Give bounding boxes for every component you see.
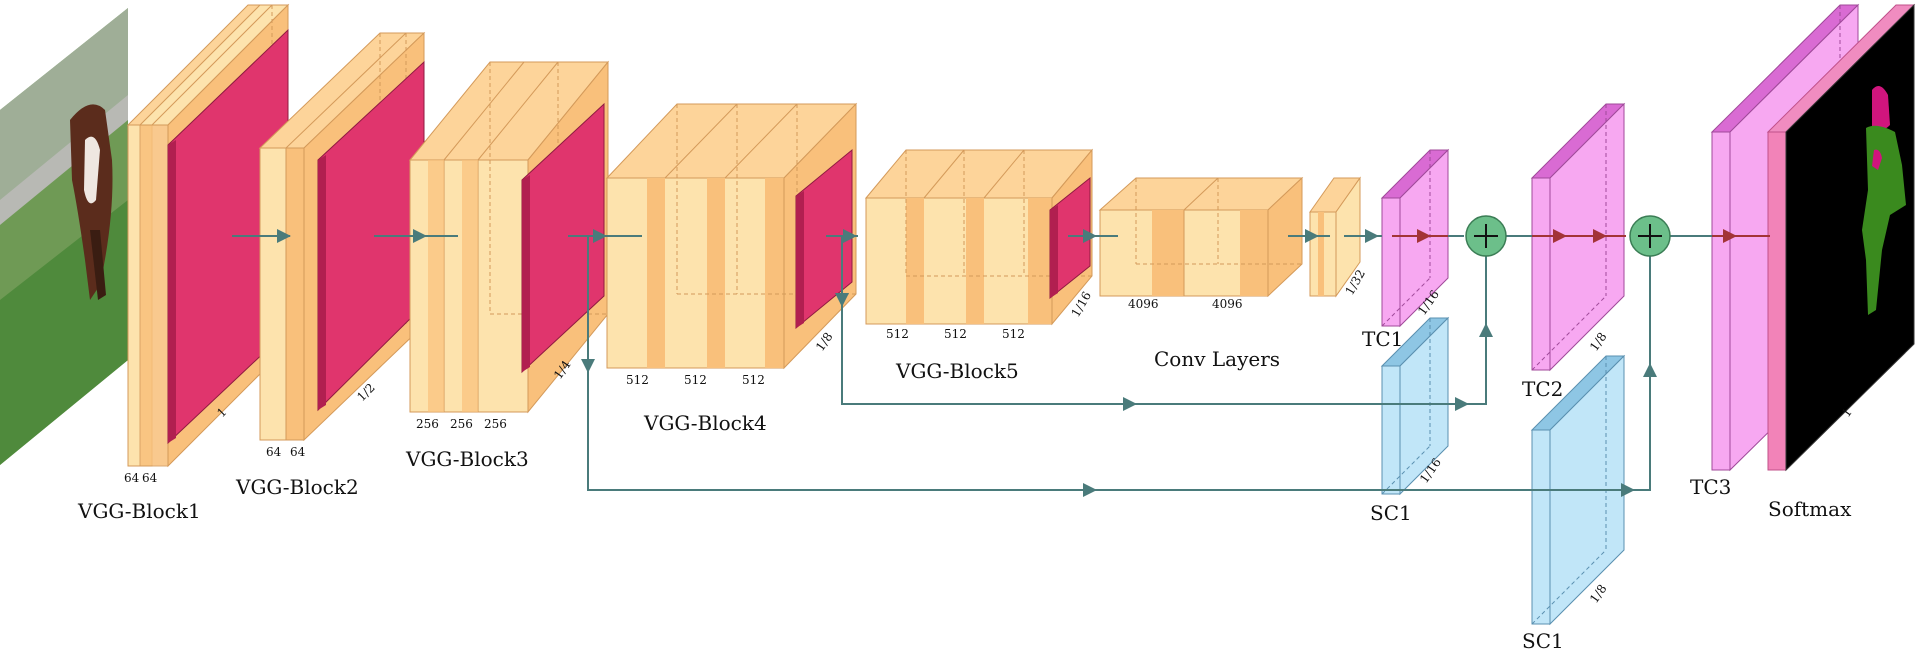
b4-ch1: 512 bbox=[626, 373, 649, 387]
b3-ch3: 256 bbox=[484, 417, 507, 431]
b5-label: VGG-Block5 bbox=[895, 359, 1019, 383]
b2-ch1: 64 bbox=[266, 445, 282, 459]
plus-circle-icon bbox=[1465, 215, 1507, 257]
segmentation-mask bbox=[1862, 86, 1906, 315]
plus-circle-icon bbox=[1629, 215, 1671, 257]
conv-label: Conv Layers bbox=[1154, 347, 1280, 371]
vgg-block2 bbox=[258, 31, 426, 442]
b4-ch2: 512 bbox=[684, 373, 707, 387]
b4-label: VGG-Block4 bbox=[643, 411, 767, 435]
b5-ch3: 512 bbox=[1002, 327, 1025, 341]
skip-connection-block4 bbox=[835, 235, 1493, 411]
b1-label: VGG-Block1 bbox=[77, 499, 201, 523]
input-image bbox=[0, 8, 128, 465]
tc1-layer bbox=[1380, 148, 1450, 328]
vgg-block1 bbox=[126, 3, 290, 468]
conv-ch2: 4096 bbox=[1212, 297, 1243, 311]
softmax-output bbox=[1766, 3, 1916, 472]
tc3-label: TC3 bbox=[1690, 475, 1731, 499]
tc2-scale: 1/8 bbox=[1587, 330, 1610, 354]
sc1-bottom-scale: 1/8 bbox=[1587, 582, 1610, 606]
vgg-block4 bbox=[605, 102, 858, 370]
tc2-label: TC2 bbox=[1522, 377, 1563, 401]
vgg-block5 bbox=[864, 148, 1094, 326]
conv-ch1: 4096 bbox=[1128, 297, 1159, 311]
b4-ch3: 512 bbox=[742, 373, 765, 387]
b2-ch2: 64 bbox=[290, 445, 306, 459]
sc1-top-label: SC1 bbox=[1370, 501, 1412, 525]
b1-ch2: 64 bbox=[142, 471, 158, 485]
b3-label: VGG-Block3 bbox=[405, 447, 529, 471]
b1-ch1: 64 bbox=[124, 471, 140, 485]
b5-ch2: 512 bbox=[944, 327, 967, 341]
tc1-label: TC1 bbox=[1362, 327, 1403, 351]
softmax-label: Softmax bbox=[1768, 497, 1852, 521]
b2-label: VGG-Block2 bbox=[235, 475, 359, 499]
skip-connection-block3 bbox=[581, 235, 1657, 497]
b5-ch1: 512 bbox=[886, 327, 909, 341]
sc1-bottom-label: SC1 bbox=[1522, 629, 1564, 653]
b3-ch1: 256 bbox=[416, 417, 439, 431]
b3-ch2: 256 bbox=[450, 417, 473, 431]
sc1-top-layer bbox=[1380, 316, 1450, 496]
